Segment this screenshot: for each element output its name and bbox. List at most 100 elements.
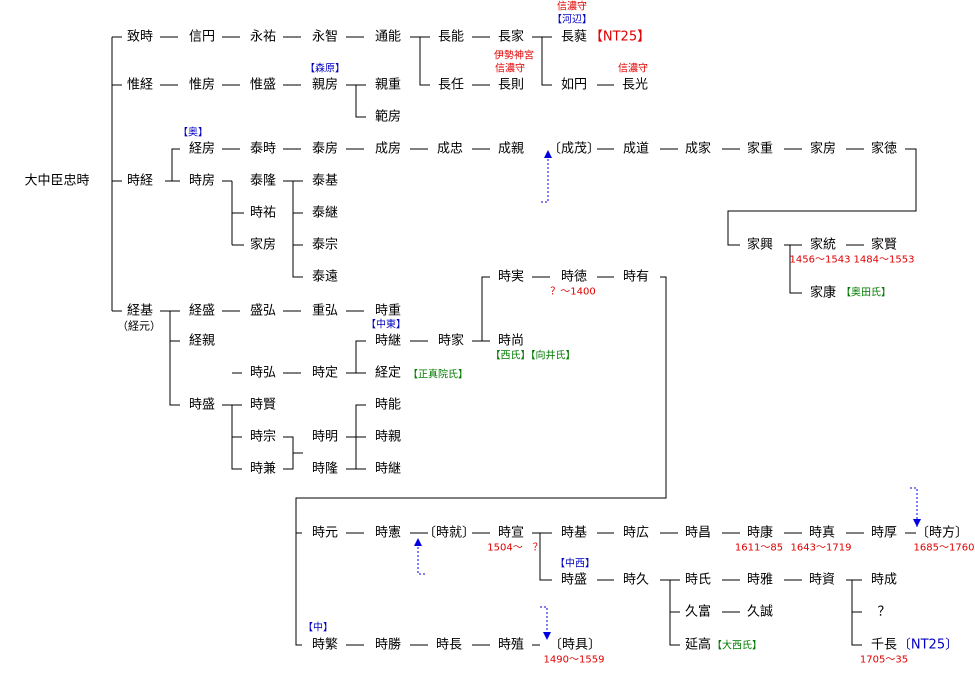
person-node: 時親 — [374, 429, 402, 445]
person-node: 時実 — [497, 269, 525, 285]
date-note: 1611～85 — [734, 542, 784, 554]
code-note: 【NT25】 — [589, 29, 651, 45]
person-node: 時基 — [560, 525, 588, 541]
person-root: 大中臣忠時 — [24, 173, 90, 189]
person-node: 〔成茂〕 — [547, 141, 601, 157]
person-node: 時勝 — [374, 637, 402, 653]
title-note: 信濃守 — [557, 1, 587, 13]
person-node: 家興 — [746, 237, 774, 253]
person-node: 時殖 — [497, 637, 525, 653]
family-label: 【森原】 — [305, 63, 345, 75]
person-node: 延高 — [684, 637, 712, 653]
person-node: 経親 — [188, 333, 216, 349]
person-node: 長蕤 — [560, 29, 588, 45]
person-node: 時康 — [746, 525, 774, 541]
person-node: 家房 — [809, 141, 837, 157]
person-node: 時昌 — [684, 525, 712, 541]
person-node: 時盛 — [188, 397, 216, 413]
date-note: 1685～1760 — [913, 542, 975, 554]
person-node: 久富 — [684, 604, 712, 620]
date-note: 1504～ ？ — [487, 542, 543, 554]
person-node: 家統 — [809, 237, 837, 253]
person-node: 泰遠 — [311, 269, 339, 285]
person-node: 時有 — [622, 269, 650, 285]
person-node: 成房 — [374, 141, 402, 157]
person-node: 範房 — [374, 109, 402, 125]
person-node: 時元 — [311, 525, 339, 541]
person-node: 時厚 — [870, 525, 898, 541]
person-node: 時氏 — [684, 572, 712, 588]
person-node: 時継 — [374, 461, 402, 477]
person-node: 時広 — [622, 525, 650, 541]
family-label: 【河辺】 — [552, 14, 592, 26]
person-node: 惟経 — [126, 77, 154, 93]
person-node: 如円 — [560, 77, 588, 93]
person-node: 時定 — [311, 365, 339, 381]
person-node: 時真 — [808, 525, 836, 541]
person-node: 永智 — [311, 29, 339, 45]
person-node: 泰隆 — [249, 173, 277, 189]
person-node: 家賢 — [870, 237, 898, 253]
person-node: 時宣 — [497, 525, 525, 541]
person-node: 信円 — [188, 29, 216, 45]
title-note: 伊勢神宮 — [494, 50, 534, 62]
person-node: 経房 — [188, 141, 216, 157]
person-node: 時継 — [374, 333, 402, 349]
clan-label: 【西氏】【向井氏】 — [490, 350, 576, 362]
person-node: 通能 — [374, 29, 402, 45]
person-node: 久誠 — [746, 604, 774, 620]
date-note: 1490～1559 — [543, 654, 605, 666]
person-node: 時雅 — [746, 572, 774, 588]
title-note: 信濃守 — [618, 63, 648, 75]
person-node: 惟房 — [188, 77, 216, 93]
person-node: 盛弘 — [249, 303, 277, 319]
clan-label: 【大西氏】 — [712, 640, 762, 652]
person-node: 時重 — [374, 303, 402, 319]
person-node: 長家 — [497, 29, 525, 45]
arrow-icon — [414, 538, 422, 546]
person-node: 家徳 — [870, 141, 898, 157]
person-node: 時久 — [622, 572, 650, 588]
person-node: 時家 — [437, 333, 465, 349]
person-node: 重弘 — [311, 303, 339, 319]
person-node: 泰基 — [311, 173, 339, 189]
date-note: ？～1400 — [550, 286, 596, 298]
person-node: 千長 — [870, 637, 898, 653]
person-node: 時経 — [126, 173, 154, 189]
date-note: 1456～1543 — [789, 254, 851, 266]
person-node: 時宗 — [249, 429, 277, 445]
person-node: 成道 — [622, 141, 650, 157]
person-node: 成忠 — [436, 141, 464, 157]
person-node: 〔時就〕 — [422, 525, 476, 541]
person-node: 時憲 — [374, 525, 402, 541]
person-node: 長任 — [437, 77, 465, 93]
person-node: 親房 — [311, 77, 339, 93]
family-label: 【中東】 — [366, 319, 406, 331]
person-node: 家康 — [809, 285, 837, 301]
title-note: 信濃守 — [495, 63, 525, 75]
clan-label: 【正真院氏】 — [408, 369, 468, 381]
person-node: 〔時具〕 — [548, 637, 602, 653]
person-alias: （経元） — [117, 319, 161, 333]
family-label: 【中】 — [303, 622, 333, 634]
person-node: 時房 — [188, 173, 216, 189]
person-node: 時繁 — [311, 637, 339, 653]
person-node: 泰時 — [249, 141, 277, 157]
person-node: 時長 — [435, 637, 463, 653]
person-node: 時祐 — [249, 205, 277, 221]
person-node: 家房 — [249, 237, 277, 253]
person-node: 長能 — [437, 29, 465, 45]
date-note: 1705～35 — [859, 654, 909, 666]
date-note: 1484～1553 — [853, 254, 915, 266]
arrow-icon — [544, 150, 552, 158]
person-node: 時弘 — [249, 365, 277, 381]
person-node: 時盛 — [560, 572, 588, 588]
code-note: 〔NT25〕 — [897, 637, 959, 653]
family-label: 【中西】 — [555, 558, 595, 570]
person-node: 時賢 — [249, 397, 277, 413]
person-node: 時兼 — [249, 461, 277, 477]
arrow-icon — [543, 632, 551, 640]
person-node: 泰房 — [311, 141, 339, 157]
